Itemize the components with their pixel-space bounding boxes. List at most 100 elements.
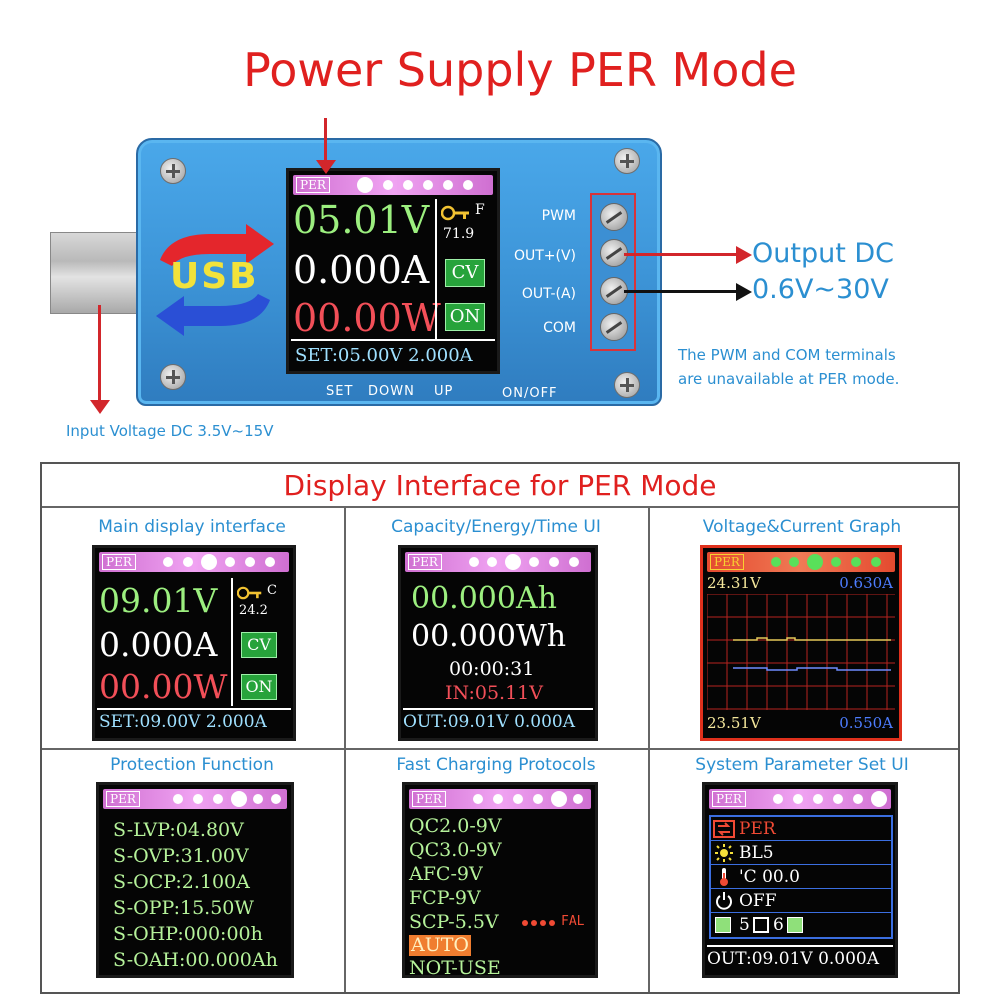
screen-main-display: PER 09.01V 0.000A 00.00W C 24.2 CV ON SE…	[92, 545, 296, 741]
caption-graph: Voltage&Current Graph	[702, 517, 902, 537]
divider	[42, 748, 958, 750]
setting-row[interactable]: 'C 00.0	[711, 865, 891, 889]
indicator-dot-icon	[271, 794, 281, 804]
indicator-dot-icon	[357, 177, 373, 193]
indicator-dot-icon	[549, 557, 559, 567]
on-off-button[interactable]: ON/OFF	[502, 386, 558, 401]
set-line: SET:05.00V 2.000A	[295, 345, 473, 366]
temp-value: 71.9	[443, 226, 475, 242]
not-use-option[interactable]: NOT-USE	[409, 957, 501, 978]
set-button[interactable]: SET	[326, 384, 354, 399]
annotation-line	[98, 305, 101, 405]
out-line: OUT:09.01V 0.000A	[707, 949, 880, 969]
indicator-dot-icon	[231, 791, 247, 807]
indicator-dot-icon	[245, 557, 255, 567]
indicator-dot-icon	[463, 180, 473, 190]
indicator-dot-icon	[383, 180, 393, 190]
arrow-down-icon	[90, 400, 110, 414]
protection-line: S-OHP:000:00h	[113, 923, 263, 945]
down-button[interactable]: DOWN	[368, 384, 415, 399]
screen-topbar: PER	[293, 175, 493, 195]
protocol-line: AFC-9V	[409, 863, 483, 885]
device-screen: PER 05.01V 0.000A 00.00W F 71.9 CV ON SE…	[286, 168, 500, 374]
page-icon	[787, 917, 803, 933]
indicator-dot-icon	[871, 791, 887, 807]
screen-topbar: PER	[709, 789, 891, 809]
protection-line: S-OPP:15.50W	[113, 897, 254, 919]
power-readout: 00.00W	[293, 296, 441, 340]
indicator-dot-icon	[533, 794, 543, 804]
screen-topbar: PER	[707, 552, 895, 572]
mode-tag: PER	[408, 554, 442, 570]
pwm-com-note: are unavailable at PER mode.	[678, 370, 900, 388]
indicator-dot-icon	[793, 794, 803, 804]
terminal-screw-icon[interactable]	[600, 313, 628, 341]
setting-row[interactable]: OFF	[711, 889, 891, 913]
settings-list: PER BL5 'C 00.0 OFF 5 6	[709, 815, 893, 939]
terminal-label-out-minus: OUT-(A)	[521, 286, 576, 302]
indicator-dot-icon	[213, 794, 223, 804]
protection-line: S-OCP:2.100A	[113, 871, 250, 893]
power-icon	[716, 892, 732, 910]
protocol-line: FCP-9V	[409, 887, 481, 909]
terminal-block[interactable]	[590, 193, 636, 351]
indicator-dot-icon	[773, 794, 783, 804]
power-readout: 00.00W	[99, 667, 228, 706]
temp-unit: C	[267, 583, 277, 598]
protection-line: S-OVP:31.00V	[113, 845, 249, 867]
temp-setting-value: 'C 00.0	[739, 867, 800, 887]
terminal-screw-icon[interactable]	[600, 203, 628, 231]
divider	[344, 506, 346, 992]
input-readout: IN:05.11V	[445, 682, 543, 704]
divider	[42, 506, 958, 508]
mode-tag: PER	[412, 791, 446, 807]
indicator-dot-icon	[831, 557, 841, 567]
page-a-value: 5	[739, 915, 750, 935]
screw-icon	[614, 148, 640, 174]
time-readout: 00:00:31	[449, 658, 535, 680]
indicator-dot-icon	[443, 180, 453, 190]
page-outline-icon	[753, 917, 769, 933]
temp-unit: F	[475, 202, 485, 218]
protocol-line: QC2.0-9V	[409, 815, 502, 837]
indicator-dot-icon	[853, 794, 863, 804]
energy-readout: 00.000Wh	[411, 619, 567, 654]
mode-tag: PER	[102, 554, 136, 570]
graph-plot	[707, 594, 895, 710]
pwm-com-note: The PWM and COM terminals	[678, 346, 896, 364]
voltage-readout: 05.01V	[293, 198, 430, 242]
indicator-dot-icon	[493, 794, 503, 804]
annotation-line	[624, 290, 740, 293]
divider	[707, 945, 893, 947]
indicator-dot-icon	[513, 794, 523, 804]
annotation-line	[624, 253, 740, 256]
current-min-label: 0.550A	[839, 714, 893, 732]
caption-system: System Parameter Set UI	[695, 755, 909, 775]
terminal-label-pwm: PWM	[541, 208, 576, 224]
key-icon	[237, 586, 262, 600]
up-button[interactable]: UP	[434, 384, 454, 399]
indicator-dot-icon	[833, 794, 843, 804]
indicator-dot-icon	[403, 180, 413, 190]
mode-tag: PER	[710, 554, 744, 570]
indicator-dot-icon	[265, 557, 275, 567]
divider	[648, 506, 650, 992]
arrow-right-icon	[736, 246, 752, 264]
setting-row[interactable]: 5 6	[711, 913, 891, 939]
arrow-down-icon	[316, 160, 336, 174]
indicator-dot-icon	[173, 794, 183, 804]
indicator-dot-icon	[871, 557, 881, 567]
panel-title: Display Interface for PER Mode	[283, 469, 717, 502]
screen-topbar: PER	[405, 552, 591, 572]
setting-row[interactable]: BL5	[711, 841, 891, 865]
indicator-dot-icon	[569, 557, 579, 567]
setting-row[interactable]: PER	[711, 817, 891, 841]
auto-option[interactable]: AUTO	[409, 934, 471, 956]
terminal-screw-icon[interactable]	[600, 239, 628, 267]
indicator-dot-icon	[423, 180, 433, 190]
current-max-label: 0.630A	[839, 574, 893, 592]
caption-main-display: Main display interface	[98, 517, 286, 537]
mode-tag: PER	[106, 791, 140, 807]
thermometer-icon	[720, 868, 728, 886]
divider	[231, 578, 233, 706]
